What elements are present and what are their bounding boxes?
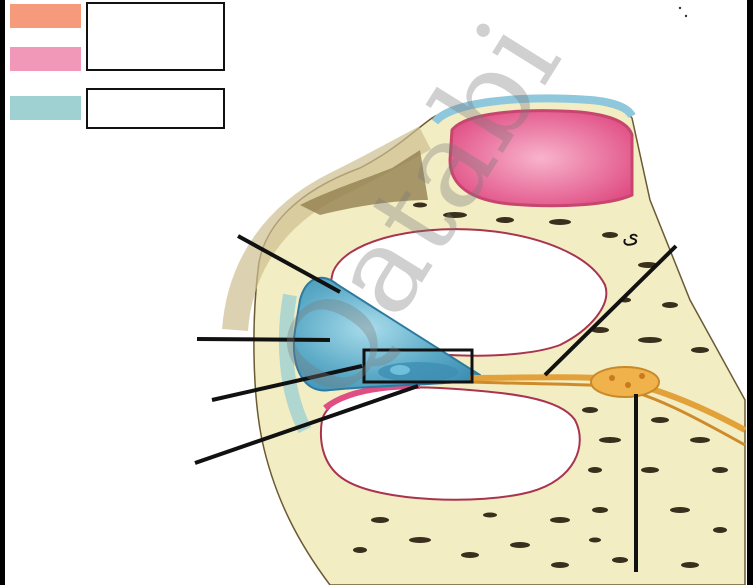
ganglion-cell-1 bbox=[609, 375, 615, 381]
ganglion-cell-2 bbox=[625, 382, 631, 388]
corner-glyph: ى bbox=[622, 224, 639, 249]
spiral-ganglion bbox=[591, 367, 659, 397]
speck-2 bbox=[685, 15, 687, 17]
ganglion-cell-3 bbox=[639, 373, 645, 379]
speck-1 bbox=[679, 7, 681, 9]
